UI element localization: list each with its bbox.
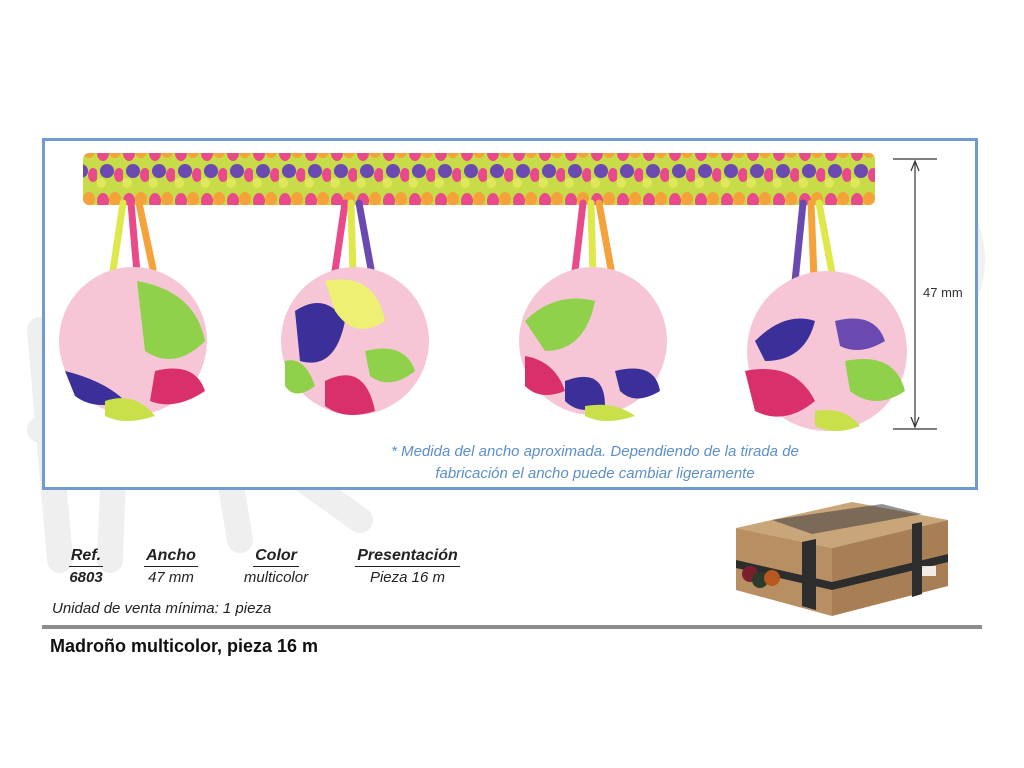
dimension-label: 47 mm — [923, 285, 963, 300]
note-line-1: * Medida del ancho aproximada. Dependien… — [391, 443, 799, 460]
spec-ancho-value: 47 mm — [148, 569, 194, 586]
measurement-note: * Medida del ancho aproximada. Dependien… — [345, 441, 845, 485]
spec-ancho-label: Ancho — [144, 547, 198, 567]
spec-ref-value: 6803 — [69, 569, 103, 586]
minimum-sale-unit: Unidad de venta mínima: 1 pieza — [52, 600, 272, 617]
spec-presentacion: Presentación Pieza 16 m — [350, 547, 465, 586]
product-title: Madroño multicolor, pieza 16 m — [50, 636, 319, 656]
spec-presentacion-value: Pieza 16 m — [369, 569, 446, 586]
spec-presentacion-label: Presentación — [355, 547, 460, 567]
spec-color-label: Color — [253, 547, 299, 567]
product-photo: 47 mm * Medida del ancho aproximada. Dep… — [42, 138, 978, 490]
note-line-2: fabricación el ancho puede cambiar liger… — [435, 465, 755, 482]
dimension-arrow — [893, 158, 937, 430]
spec-color: Color multicolor — [220, 547, 332, 586]
spec-ancho: Ancho 47 mm — [140, 547, 202, 586]
spec-ref: Ref. 6803 — [50, 547, 122, 586]
spec-color-value: multicolor — [243, 569, 309, 586]
divider — [42, 625, 982, 629]
spec-ref-label: Ref. — [68, 547, 104, 567]
pompom-fringe-image — [59, 153, 937, 431]
packaging-box-image — [736, 502, 948, 616]
spec-table: Ref. 6803 Ancho 47 mm Color multicolor P… — [50, 547, 465, 586]
